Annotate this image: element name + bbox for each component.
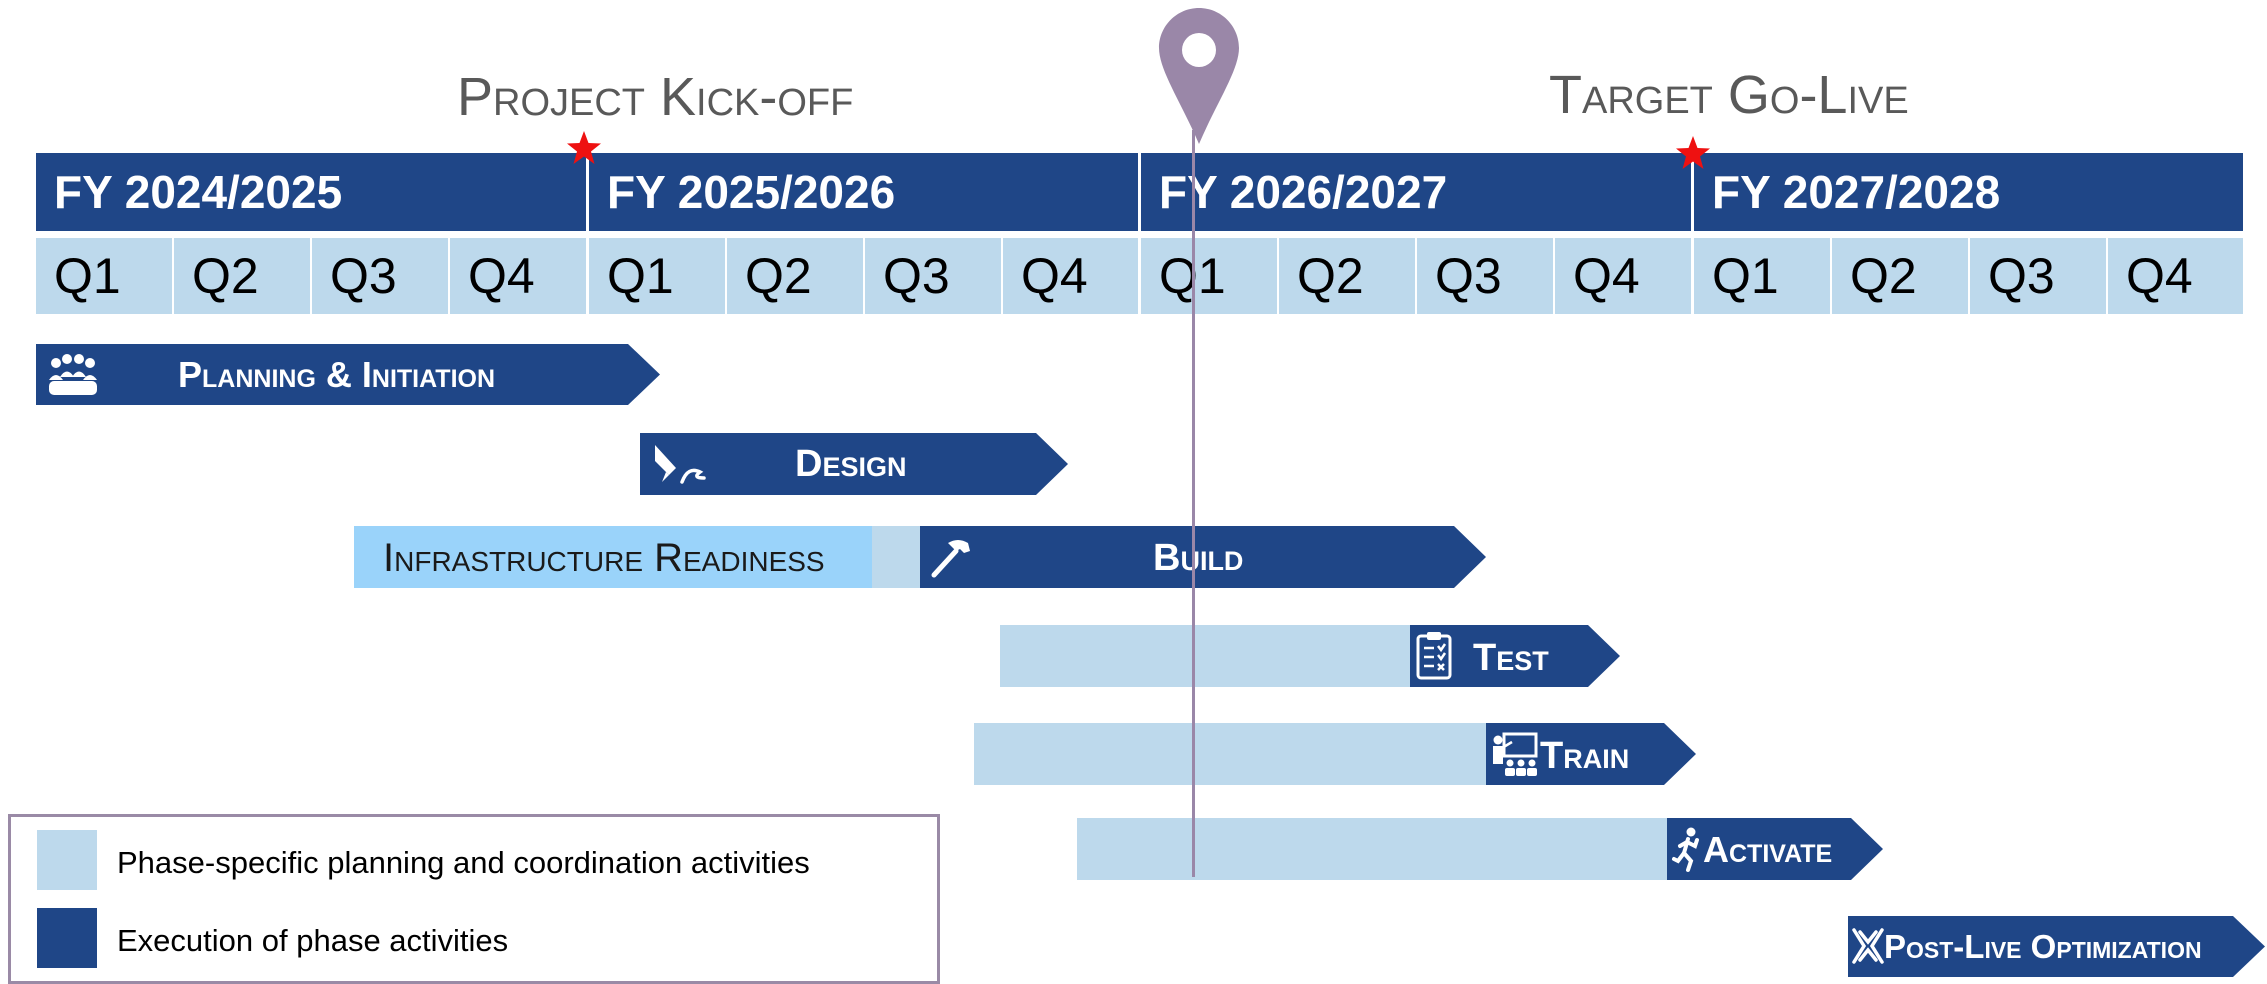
activate-planning-bar [1077,818,1669,880]
golive-star-icon [1676,136,1710,169]
quarter-cell: Q2 [727,238,863,314]
quarter-cell: Q3 [312,238,448,314]
design-pen-icon [652,442,710,486]
quarter-cell: Q4 [1003,238,1138,314]
build-label: Build [1153,537,1244,579]
quarter-cell: Q3 [1417,238,1553,314]
planning-initiation-label: Planning & Initiation [178,354,496,395]
design-label: Design [795,443,907,485]
infrastructure-readiness-label: Infrastructure Readiness [383,536,825,580]
quarter-cell: Q3 [865,238,1001,314]
infrastructure-readiness-bar [354,526,872,588]
post-live-optimization-bar [1848,916,2265,977]
legend-planning-text: Phase-specific planning and coordination… [117,845,810,880]
test-label: Test [1473,637,1549,679]
today-marker-line [1192,130,1195,877]
post-live-optimization-label: Post-Live Optimization [1884,928,2202,965]
quarter-cell: Q1 [1694,238,1830,314]
team-icon [46,350,100,398]
kickoff-label: Project Kick-off [457,67,854,127]
legend-execution-text: Execution of phase activities [117,923,509,958]
train-planning-bar [974,723,1488,785]
planning-initiation-bar [36,344,660,405]
fy-header-4: FY 2027/2028 [1694,153,2243,231]
optimization-icon [1851,926,1885,966]
build-planning-bar [872,526,922,588]
build-bar [920,526,1486,588]
quarter-cell: Q4 [450,238,586,314]
quarter-cell: Q2 [174,238,310,314]
clipboard-checklist-icon [1414,630,1458,682]
fy-header-1: FY 2024/2025 [36,153,586,231]
quarter-cell: Q2 [1279,238,1415,314]
train-label: Train [1540,735,1630,777]
fy-header-3: FY 2026/2027 [1141,153,1691,231]
quarter-cell: Q3 [1970,238,2106,314]
legend-planning-swatch [37,830,97,890]
quarter-cell: Q4 [1555,238,1691,314]
runner-icon [1671,826,1703,874]
golive-label: Target Go-Live [1549,65,1909,125]
activate-label: Activate [1703,829,1833,870]
legend [8,814,940,984]
legend-execution-swatch [37,908,97,968]
activate-bar [1667,818,1883,880]
quarter-cell: Q1 [589,238,725,314]
design-bar [640,433,1068,495]
quarter-cell: Q1 [36,238,172,314]
trainer-icon [1490,730,1540,778]
location-pin-icon [1159,8,1239,144]
kickoff-star-icon [567,131,601,164]
quarter-cell: Q4 [2108,238,2243,314]
hammer-icon [926,535,976,581]
test-planning-bar [1000,625,1412,687]
fy-header-2: FY 2025/2026 [589,153,1138,231]
quarter-cell: Q2 [1832,238,1968,314]
quarter-cell: Q1 [1141,238,1277,314]
